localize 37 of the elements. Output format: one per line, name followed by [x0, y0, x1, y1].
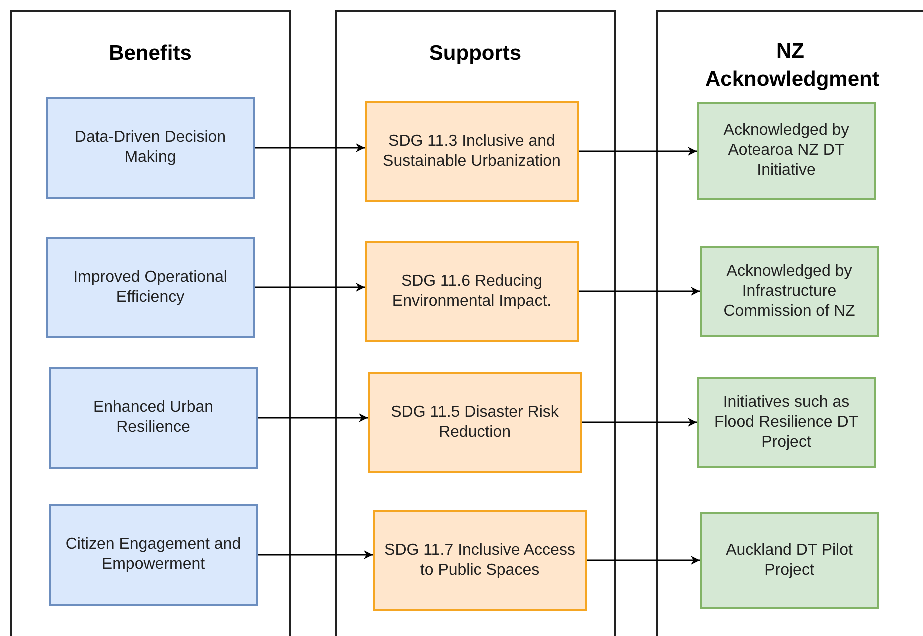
- box-text: Citizen Engagement and Empowerment: [64, 535, 242, 575]
- arrow: [587, 556, 700, 565]
- box-text: Initiatives such as Flood Resilience DT Project: [713, 392, 860, 452]
- process-box: [700, 246, 879, 337]
- box-text: Improved Operational Efficiency: [72, 268, 228, 308]
- box-text: Auckland DT Pilot Project: [725, 540, 854, 580]
- lane-heading: Benefits: [108, 41, 193, 67]
- process-box: [49, 367, 258, 469]
- process-box: [49, 504, 258, 606]
- box-text: Acknowledged by Infrastructure Commission of NZ: [722, 262, 856, 322]
- process-box: [365, 241, 579, 342]
- box-text: SDG 11.7 Inclusive Access to Public Spaces: [384, 540, 576, 580]
- arrow: [258, 550, 373, 560]
- process-box: [697, 102, 876, 200]
- box-text: Enhanced Urban Resilience: [92, 398, 215, 438]
- process-box: [697, 377, 876, 468]
- process-box: [46, 237, 255, 338]
- lane-heading: Supports: [428, 41, 523, 67]
- arrow: [579, 147, 697, 156]
- process-box: [365, 101, 579, 202]
- box-text: Data-Driven Decision Making: [74, 128, 228, 168]
- lane-panel: [656, 10, 923, 636]
- arrow: [255, 283, 365, 292]
- box-text: SDG 11.3 Inclusive and Sustainable Urbanization: [382, 132, 562, 172]
- process-box: [373, 510, 587, 611]
- box-text: SDG 11.5 Disaster Risk Reduction: [390, 402, 560, 442]
- arrow: [255, 144, 365, 152]
- process-box: [368, 372, 582, 473]
- box-text: SDG 11.6 Reducing Environmental Impact.: [391, 272, 553, 312]
- process-box: [700, 512, 879, 609]
- arrow: [582, 418, 697, 427]
- box-text: Acknowledged by Aotearoa NZ DT Initiative: [722, 121, 850, 181]
- arrow: [579, 287, 700, 296]
- lane-panel: [10, 10, 291, 636]
- process-box: [46, 97, 255, 199]
- lane-panel: [335, 10, 616, 636]
- arrow: [258, 414, 368, 422]
